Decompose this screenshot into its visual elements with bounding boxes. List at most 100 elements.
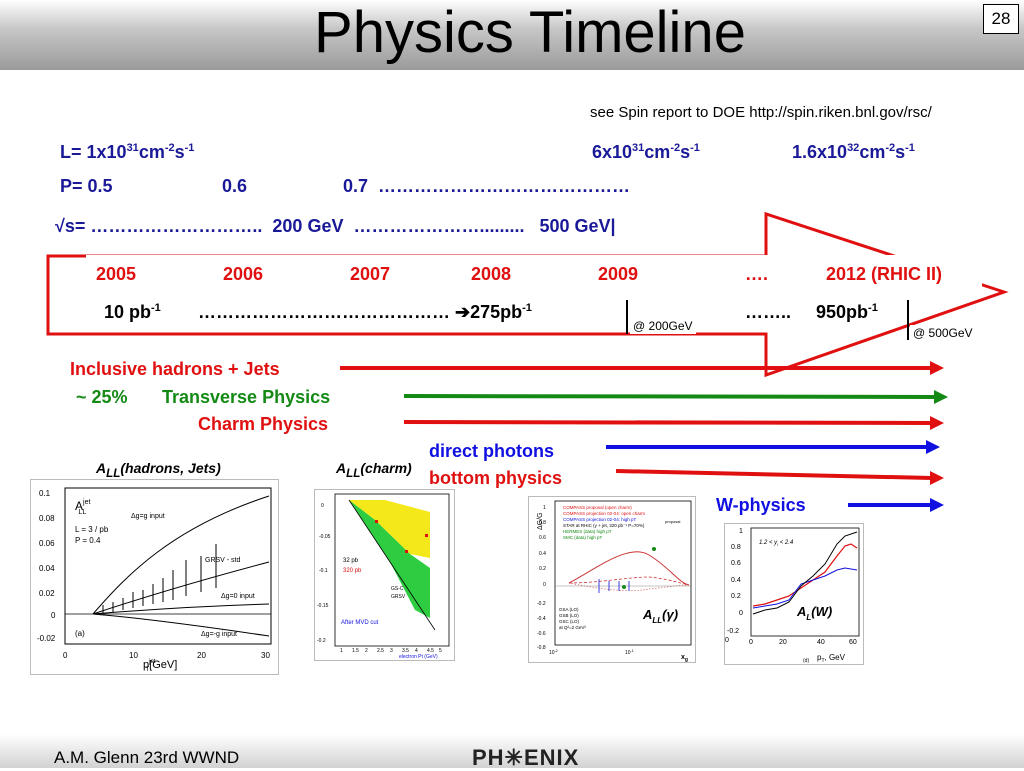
svg-text:0.8: 0.8 [731,544,741,551]
svg-text:0.08: 0.08 [39,514,55,523]
svg-text:-0.2: -0.2 [317,638,326,644]
svg-text:20: 20 [779,639,787,646]
svg-text:1.5: 1.5 [352,648,359,654]
direct-photons-label: direct photons [429,441,554,461]
integrated-lumi-950pb: …….. 950pb-1 [745,302,878,322]
separator-500gev [907,300,909,340]
year-2007: 2007 [350,264,391,284]
svg-text:0: 0 [51,611,56,620]
integrated-lumi-275pb: …………………………………… ➔275pb-1 [198,302,532,322]
svg-text:0.6: 0.6 [539,535,546,541]
svg-text:HERMES (data) high pT: HERMES (data) high pT [563,529,612,534]
svg-text:-0.15: -0.15 [317,603,329,609]
svg-text:Δg=g input: Δg=g input [131,513,165,520]
svg-text:Δg=0 input: Δg=0 input [221,593,255,600]
transverse-fraction-label: ~ 25% [76,387,128,407]
figure-al-w: 1.2 < yl < 2.4 1 0.8 0.6 0.4 0.2 0 -0.2 … [724,523,864,665]
figure-all-charm: 32 pb 320 pb GS-C GRSV After MVD cut 0 -… [314,489,455,661]
svg-text:COMPASS projection 02-04: open: COMPASS projection 02-04: open charm [563,511,645,516]
figure-all-charm-plot: 32 pb 320 pb GS-C GRSV After MVD cut 0 -… [317,493,450,660]
svg-text:-0.2: -0.2 [537,601,546,607]
year-2005: 2005 [96,264,137,284]
separator-200gev [626,300,628,334]
w-physics-label: W-physics [716,495,806,515]
svg-text:-0.6: -0.6 [537,631,546,637]
svg-text:1: 1 [739,528,743,535]
svg-text:xg: xg [681,654,688,662]
svg-text:-0.4: -0.4 [537,616,546,622]
svg-text:2: 2 [365,648,368,654]
figure-all-jets: 0.1 0.08 0.06 0.04 0.02 0 -0.02 0 10 20 … [30,479,279,675]
svg-text:GRSV: GRSV [391,594,406,600]
svg-text:0.06: 0.06 [39,539,55,548]
svg-text:GSC (LO): GSC (LO) [559,619,580,624]
svg-text:1.2 < yl < 2.4: 1.2 < yl < 2.4 [759,540,794,547]
year-ellipsis: …. [745,264,769,284]
integrated-lumi-10pb: 10 pb-1 [104,302,161,322]
svg-text:at Q²=2 GeV²: at Q²=2 GeV² [559,625,586,630]
charm-physics-label: Charm Physics [198,414,329,434]
svg-text:0: 0 [725,637,729,644]
bottom-physics-label: bottom physics [429,468,563,488]
svg-text:1: 1 [340,648,343,654]
svg-text:COMPASS projection 02-04: high: COMPASS projection 02-04: high pT [563,517,636,522]
polarization-3: 0.7 …………………………………… [343,176,631,196]
caption-all-charm: ALL(charm) [336,460,412,480]
svg-text:0: 0 [543,582,546,588]
svg-text:0.8: 0.8 [539,520,546,526]
svg-text:pT, GeV: pT, GeV [817,653,846,664]
transverse-arrow [403,394,937,399]
svg-text:After MVD cut: After MVD cut [341,620,379,626]
svg-text:SMC (data) high pT: SMC (data) high pT [563,535,603,540]
svg-text:-0.8: -0.8 [537,645,546,651]
tag-200gev: @ 200GeV [630,318,696,334]
polarization-2: 0.6 [222,176,248,196]
year-2006: 2006 [223,264,264,284]
svg-text:STAR at RHIC (γ + jet, 320 pb⁻: STAR at RHIC (γ + jet, 320 pb⁻¹ P=70%) [563,523,645,528]
svg-text:1: 1 [543,505,546,511]
program-arrows [340,361,948,512]
polarization-1: P= 0.5 [60,176,113,196]
luminosity-1: L= 1x1031cm-2s-1 [60,142,195,162]
author-footer: A.M. Glenn 23rd WWND [54,748,240,767]
svg-text:4.5: 4.5 [427,648,434,654]
svg-text:4: 4 [415,648,418,654]
svg-text:0.04: 0.04 [39,564,55,573]
transverse-physics-label: Transverse Physics [162,387,331,407]
svg-text:3: 3 [390,648,393,654]
svg-text:32 pb: 32 pb [343,558,359,564]
page-number: 28 [983,4,1019,34]
svg-text:GRSV - std: GRSV - std [205,557,241,564]
svg-text:-0.2: -0.2 [727,628,739,635]
svg-text:electron Pt (GeV): electron Pt (GeV) [399,654,438,660]
svg-text:40: 40 [817,639,825,646]
svg-text:0: 0 [321,503,324,509]
inclusive-hadrons-jets-label: Inclusive hadrons + Jets [70,359,280,379]
bottom-arrow [615,469,933,480]
caption-all-hadrons-jets: ALL(hadrons, Jets) [96,460,221,480]
svg-text:GSB (LO): GSB (LO) [559,613,579,618]
svg-text:COMPASS proposal (open charm): COMPASS proposal (open charm) [563,505,632,510]
year-2009: 2009 [598,264,639,284]
svg-text:0.1: 0.1 [39,489,51,498]
svg-text:0.02: 0.02 [39,589,55,598]
svg-text:L = 3 / pb: L = 3 / pb [75,525,109,534]
svg-text:ALL(γ): ALL(γ) [642,607,678,625]
svg-text:ΔG/G: ΔG/G [537,512,544,530]
svg-text:0: 0 [749,639,753,646]
svg-text:5: 5 [439,648,442,654]
svg-text:0.4: 0.4 [731,577,741,584]
slide-title: Physics Timeline [314,0,746,65]
svg-text:0: 0 [63,651,68,660]
svg-text:0.6: 0.6 [731,560,741,567]
svg-text:-0.02: -0.02 [37,634,56,643]
year-bar [86,255,982,289]
luminosity-3: 1.6x1032cm-2s-1 [792,142,915,162]
svg-text:proposal: proposal [665,519,680,524]
year-2012: 2012 (RHIC II) [826,264,943,284]
year-2008: 2008 [471,264,512,284]
svg-text:-0.1: -0.1 [319,568,328,574]
